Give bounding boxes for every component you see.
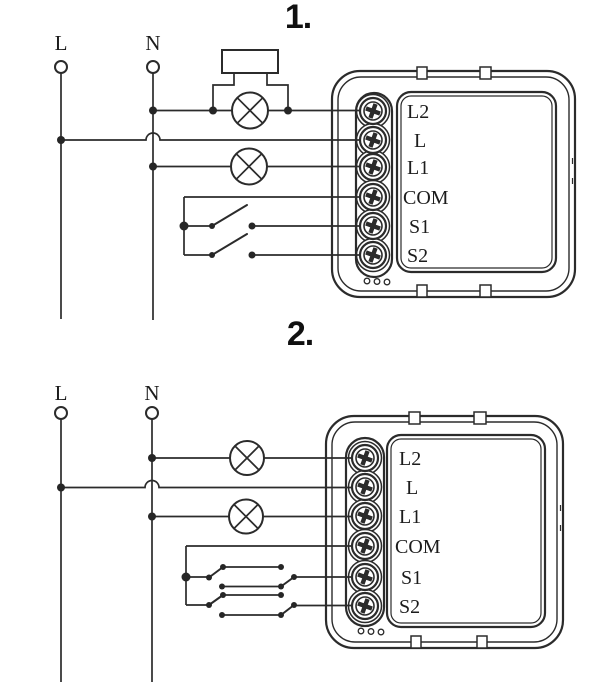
parallel-component-leads	[212, 73, 289, 111]
terminal-label-s2: S2	[399, 596, 420, 618]
module-bottom-tab	[410, 635, 422, 649]
module-label-panel-inner	[390, 438, 542, 624]
screw-terminals-2	[350, 443, 380, 621]
screw-terminal-icon	[358, 96, 388, 126]
screw-terminal-icon	[358, 125, 388, 155]
lamp-icon	[228, 498, 264, 535]
module-label-panel-inner	[400, 95, 553, 269]
live-label: L	[55, 31, 68, 55]
screw-terminals-1	[358, 96, 388, 270]
module-top-tab	[479, 66, 492, 80]
module-inner-shell	[331, 421, 558, 643]
junction-dots	[57, 106, 292, 259]
live-wire-to-L	[61, 132, 373, 141]
one-way-switch-2-lever	[211, 233, 248, 256]
module-label-panel	[385, 433, 547, 629]
terminal-label-l2: L2	[399, 448, 421, 470]
lamp-icon	[229, 440, 265, 476]
led-indicator-holes	[363, 277, 391, 286]
parallel-component-box	[221, 49, 279, 74]
neutral-label: N	[144, 381, 159, 405]
screw-terminal-icon	[350, 531, 380, 561]
terminal-label-l2: L2	[407, 101, 429, 123]
module-top-tab	[473, 411, 487, 425]
screw-terminal-icon	[350, 562, 380, 592]
module-inner-shell	[337, 76, 570, 292]
power-terminal-icon	[146, 60, 160, 74]
screw-terminal-icon	[350, 501, 380, 531]
screw-terminal-icon	[358, 152, 388, 182]
led-indicator-holes	[357, 627, 385, 636]
diagram-2-title: 2.	[287, 315, 313, 353]
terminal-label-s1: S1	[401, 567, 422, 589]
terminal-label-com: COM	[403, 187, 449, 209]
terminal-label-com: COM	[395, 536, 441, 558]
terminal-label-s1: S1	[409, 216, 430, 238]
diagram-2: 2. L N L2 L L1 COM S1 S2	[54, 315, 565, 682]
lamp-icon	[230, 147, 268, 186]
lamp-icon	[231, 91, 269, 130]
screw-terminal-icon	[350, 591, 380, 621]
live-wire-to-L	[61, 479, 365, 489]
screw-terminal-icon	[358, 240, 388, 270]
neutral-label: N	[145, 31, 160, 55]
terminal-label-l1: L1	[399, 506, 421, 528]
live-label: L	[55, 381, 68, 405]
module-top-tab	[408, 411, 421, 425]
screw-terminal-icon	[350, 443, 380, 473]
module-bottom-tab	[416, 284, 428, 298]
terminal-label-l: L	[406, 477, 418, 499]
module-bottom-tab	[479, 284, 492, 298]
screw-terminal-icon	[358, 182, 388, 212]
power-terminal-icon	[145, 406, 159, 420]
junction-dots	[57, 454, 297, 618]
diagram-1-title: 1.	[285, 0, 311, 36]
power-terminal-icon	[54, 406, 68, 420]
diagram-1: 1. L N L2 L L1 COM S1 S2	[54, 0, 577, 320]
terminal-label-l1: L1	[407, 157, 429, 179]
terminal-label-l: L	[414, 130, 426, 152]
wiring-1	[60, 49, 373, 320]
module-top-tab	[416, 66, 428, 80]
screw-terminal-icon	[358, 211, 388, 241]
module-bottom-tab	[476, 635, 488, 649]
terminal-label-s2: S2	[407, 245, 428, 267]
wiring-2	[60, 419, 365, 682]
module-label-panel	[395, 90, 558, 274]
screw-terminal-icon	[350, 472, 380, 502]
one-way-switch-1-lever	[211, 204, 248, 227]
power-terminal-icon	[54, 60, 68, 74]
